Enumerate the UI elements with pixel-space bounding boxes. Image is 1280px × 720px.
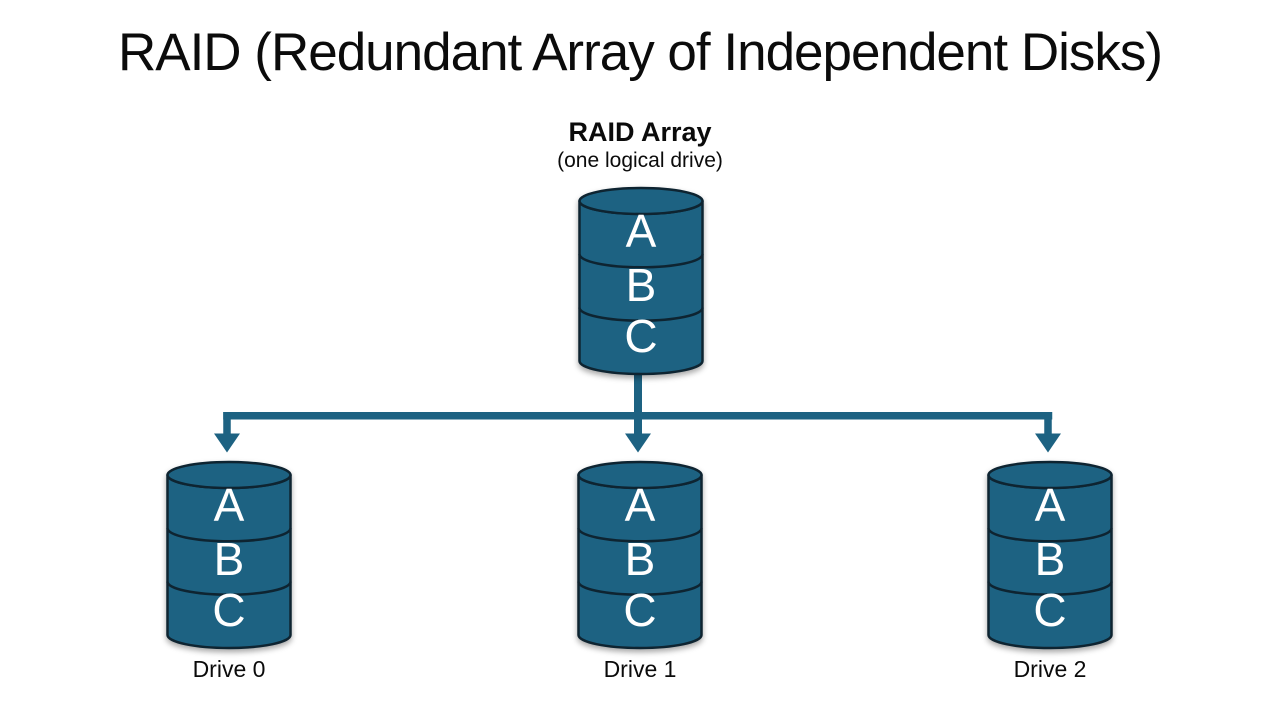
- block-label: C: [623, 584, 656, 636]
- cylinder-divider: [166, 528, 292, 543]
- drive-label: Drive 1: [603, 656, 677, 682]
- cylinder-top: [577, 460, 703, 490]
- connector-drop-left: [223, 412, 231, 434]
- block-label: B: [626, 259, 657, 311]
- connector-lines: [214, 366, 1061, 453]
- cylinder-top: [987, 460, 1113, 490]
- block-label: A: [626, 205, 657, 257]
- arrow-down-icon: [1035, 433, 1061, 453]
- cylinder-divider: [577, 528, 703, 543]
- cylinder-top: [166, 460, 292, 490]
- drive-cylinder: A B C: [577, 460, 703, 650]
- page-title: RAID (Redundant Array of Independent Dis…: [117, 23, 1163, 82]
- drive-label: Drive 2: [1013, 656, 1087, 682]
- block-label: B: [1035, 533, 1066, 585]
- cylinder-divider: [987, 528, 1113, 543]
- cylinder-divider: [578, 307, 704, 322]
- raid-array-sublabel: (one logical drive): [557, 149, 723, 173]
- raid-array-caption: RAID Array (one logical drive): [440, 118, 840, 173]
- cylinder-top: [578, 186, 704, 216]
- drive-label: Drive 0: [192, 656, 266, 682]
- block-label: A: [1035, 479, 1066, 531]
- block-label: C: [1033, 584, 1066, 636]
- block-label: C: [624, 310, 657, 362]
- cylinder-divider: [166, 581, 292, 596]
- connector-crossbar: [223, 412, 1053, 420]
- block-label: A: [625, 479, 656, 531]
- drive-cylinder: A B C: [166, 460, 292, 650]
- drive-cylinder: A B C: [987, 460, 1113, 650]
- connector-trunk: [634, 366, 642, 434]
- cylinder-divider: [987, 581, 1113, 596]
- arrow-down-icon: [625, 433, 651, 453]
- block-label: A: [214, 479, 245, 531]
- block-label: C: [212, 584, 245, 636]
- raid-array-label: RAID Array: [568, 117, 712, 147]
- block-label: B: [625, 533, 656, 585]
- cylinder-divider: [577, 581, 703, 596]
- arrow-down-icon: [214, 433, 240, 453]
- block-label: B: [214, 533, 245, 585]
- cylinder-divider: [578, 254, 704, 269]
- connector-drop-right: [1044, 412, 1052, 434]
- raid-array-cylinder: A B C: [578, 186, 704, 376]
